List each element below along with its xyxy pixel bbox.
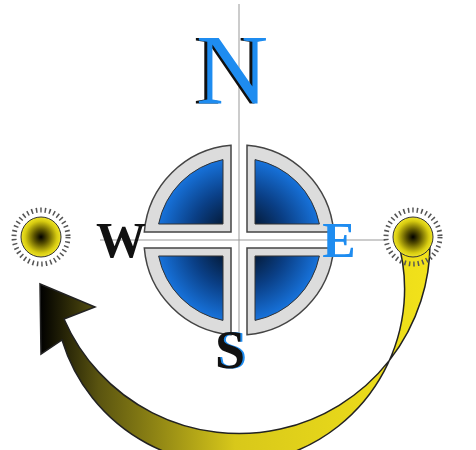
sun-west <box>14 210 68 264</box>
north-letter: N <box>196 20 268 120</box>
east-letter: E <box>322 215 355 265</box>
sun-path-arrow <box>40 238 430 450</box>
west-letter: W <box>96 215 146 265</box>
compass-quadrant <box>247 145 334 232</box>
south-letter: S <box>215 323 245 377</box>
sun-east <box>386 210 440 264</box>
